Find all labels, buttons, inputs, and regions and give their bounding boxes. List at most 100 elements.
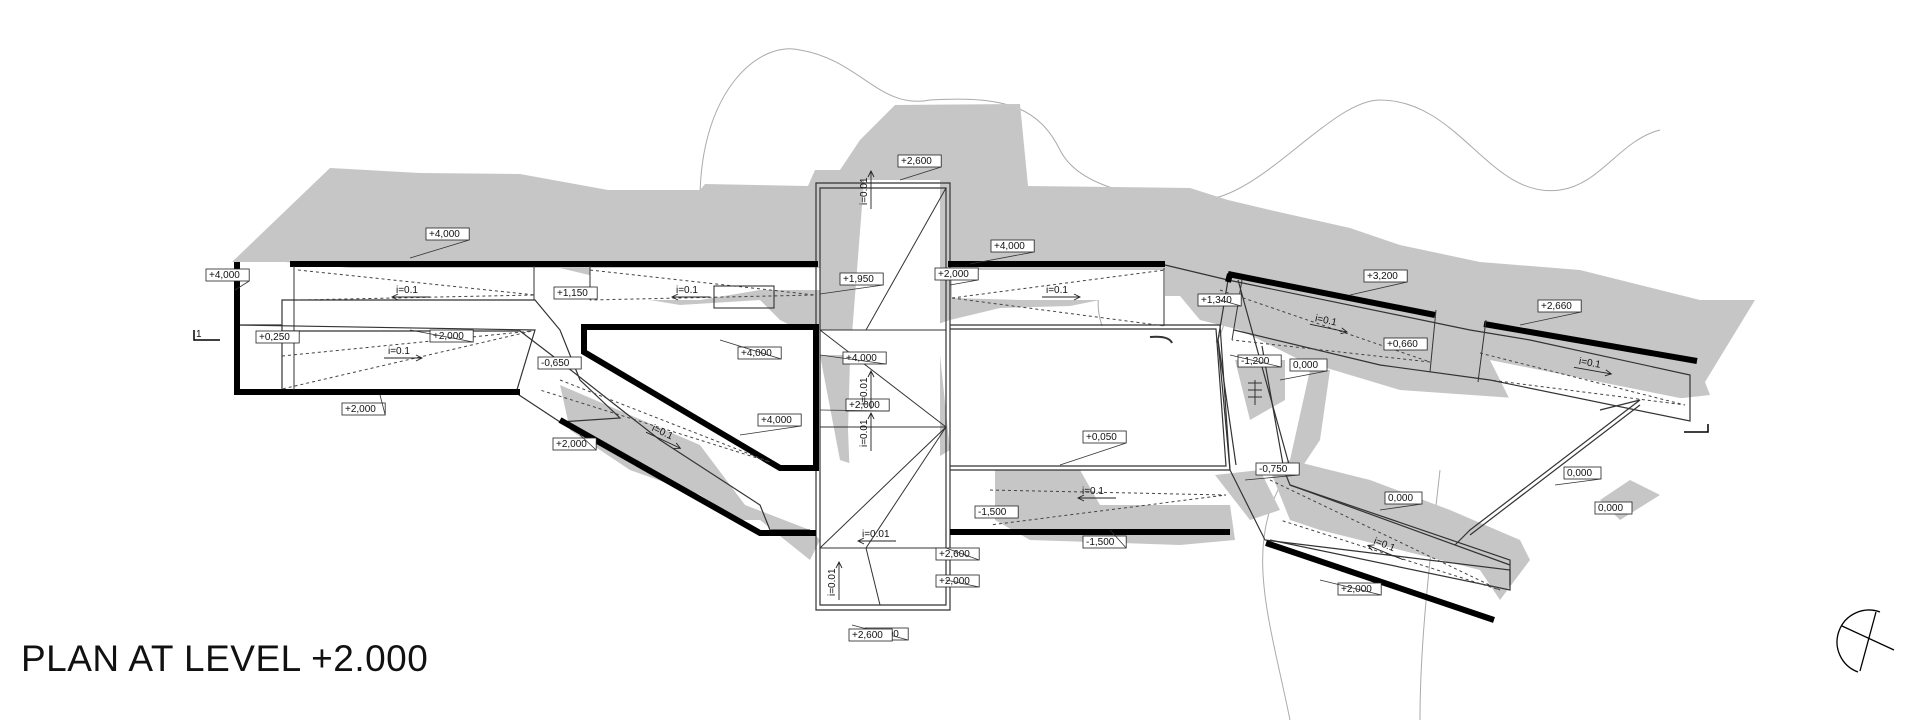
level-tag-leader — [1279, 370, 1328, 381]
slope-arrow-icon — [835, 560, 843, 600]
level-tag-leader — [409, 329, 474, 343]
level-tag-box — [934, 267, 979, 281]
level-tag-leader — [1059, 442, 1127, 466]
section-marker-label: 1 — [196, 329, 202, 340]
level-tag-box — [1255, 462, 1300, 476]
level-tag-leader — [1229, 354, 1282, 368]
level-tag: +2,000 — [819, 398, 890, 412]
level-tag: +1,950 — [819, 272, 884, 295]
shadow-areas — [232, 104, 1755, 600]
section-marker-left — [193, 330, 220, 341]
level-tag-text: +1,950 — [843, 274, 874, 285]
level-tag-leader — [949, 279, 979, 286]
level-tag-text: +2,600 — [939, 549, 970, 560]
level-tag-box — [537, 356, 582, 370]
level-tag-text: +2,000 — [345, 404, 376, 415]
level-tag-text: -1,500 — [1086, 537, 1115, 548]
level-tag-box — [839, 272, 884, 286]
level-tag-text: +2,660 — [1541, 301, 1572, 312]
level-tag-leader — [819, 354, 887, 365]
level-tag-text: -0,650 — [541, 358, 570, 369]
level-tag-box — [1383, 337, 1428, 351]
level-tag-text: +4,000 — [761, 415, 792, 426]
level-tag-leader — [969, 251, 1035, 265]
level-tag-leader — [1109, 529, 1127, 549]
level-tag: 0,000 — [1594, 501, 1633, 515]
level-tag: +0,660 — [1383, 337, 1428, 351]
slope-annotation: i=0.1 — [1573, 356, 1613, 377]
level-tag-leader — [945, 579, 980, 588]
level-tag-leader — [899, 166, 942, 181]
slope-arrow-icon — [1076, 494, 1116, 502]
level-tag-box — [848, 628, 893, 642]
level-tag: +2,600 — [897, 154, 942, 181]
slope-arrow-icon — [1366, 544, 1404, 561]
level-tag-box — [553, 286, 598, 300]
slope-label: i=0.01 — [859, 419, 870, 447]
level-tag: -0,650 — [537, 356, 582, 370]
level-tag-box — [1082, 535, 1127, 549]
level-tag-text: +1,340 — [1201, 295, 1232, 306]
slope-arrow-icon — [867, 369, 875, 409]
slope-arrow-icon — [856, 537, 896, 545]
level-tag-text: +2,000 — [556, 439, 587, 450]
level-tag: +2,600 — [848, 628, 893, 642]
level-tag: +4,000 — [969, 239, 1035, 265]
page-title: PLAN AT LEVEL +2.000 — [21, 638, 429, 679]
level-tag: 0,000 — [1379, 491, 1423, 511]
level-tag: 0,000 — [1279, 358, 1328, 381]
level-tag-text: +4,000 — [994, 241, 1025, 252]
thin-walls — [234, 182, 1691, 611]
level-tag-text: +2,000 — [849, 400, 880, 411]
level-tag-leader — [1519, 311, 1582, 326]
slope-annotation: i=0.01 — [859, 411, 875, 451]
level-tag: -1,500 — [974, 505, 1019, 519]
level-tag-box — [341, 402, 386, 416]
level-tags: +4,000+0,250+4,000+1,150+2,000-0,650+2,0… — [205, 154, 1633, 642]
north-arrow-icon — [1836, 609, 1895, 673]
slope-label: i=0.1 — [676, 285, 698, 296]
level-tag: +4,000 — [739, 413, 802, 436]
level-tag-box — [205, 268, 250, 282]
level-tag-box — [935, 574, 980, 588]
slope-arrow-icon — [867, 169, 875, 209]
level-tag-text: +4,000 — [209, 270, 240, 281]
level-tag-text: 0,000 — [1388, 493, 1413, 504]
level-tag: +4,000 — [819, 351, 887, 365]
level-tag-text: +2,600 — [852, 630, 883, 641]
slope-label: i=0.1 — [1314, 313, 1338, 328]
level-tag-leader — [739, 425, 802, 436]
slope-annotation: i=0.1 — [1309, 313, 1349, 335]
level-tag-text: +0,660 — [1387, 339, 1418, 350]
level-tag: +4,000 — [205, 268, 250, 291]
slope-arrow-icon — [867, 411, 875, 451]
slope-label: i=0.1 — [1082, 486, 1104, 497]
level-tag-text: +3,200 — [1367, 271, 1398, 282]
level-tag: +2,600 — [935, 547, 980, 561]
slope-label: i=0.1 — [1046, 285, 1068, 296]
level-tag: -1,500 — [1082, 529, 1127, 549]
ramp-dashed-lines — [281, 269, 1686, 591]
level-tag-text: +4,000 — [741, 348, 772, 359]
level-tag-box — [935, 547, 980, 561]
level-tag-leader — [1379, 503, 1423, 511]
level-tag: +2,660 — [1519, 299, 1582, 326]
level-tag-box — [1537, 299, 1582, 313]
level-tag-text: +4,000 — [846, 353, 877, 364]
opening-box — [713, 285, 775, 309]
level-tag: +2,000 — [409, 329, 474, 343]
slope-label: i=0.01 — [859, 377, 870, 405]
level-tag-leader — [1349, 281, 1408, 296]
level-tag: +2,000 — [552, 434, 597, 451]
slope-annotation: i=0.1 — [670, 285, 710, 301]
level-tag-text: -0,750 — [1259, 464, 1288, 475]
level-tag-box — [1384, 491, 1423, 505]
level-tag-text: +2,000 — [433, 331, 464, 342]
level-tag: +2,000 — [341, 394, 386, 416]
slope-arrow-icon — [1573, 366, 1613, 377]
level-tag-leader — [1554, 478, 1602, 486]
level-tag-text: +1,150 — [557, 288, 588, 299]
level-tag: +4,000 — [409, 227, 470, 259]
level-tag: +2,000 — [935, 574, 980, 588]
